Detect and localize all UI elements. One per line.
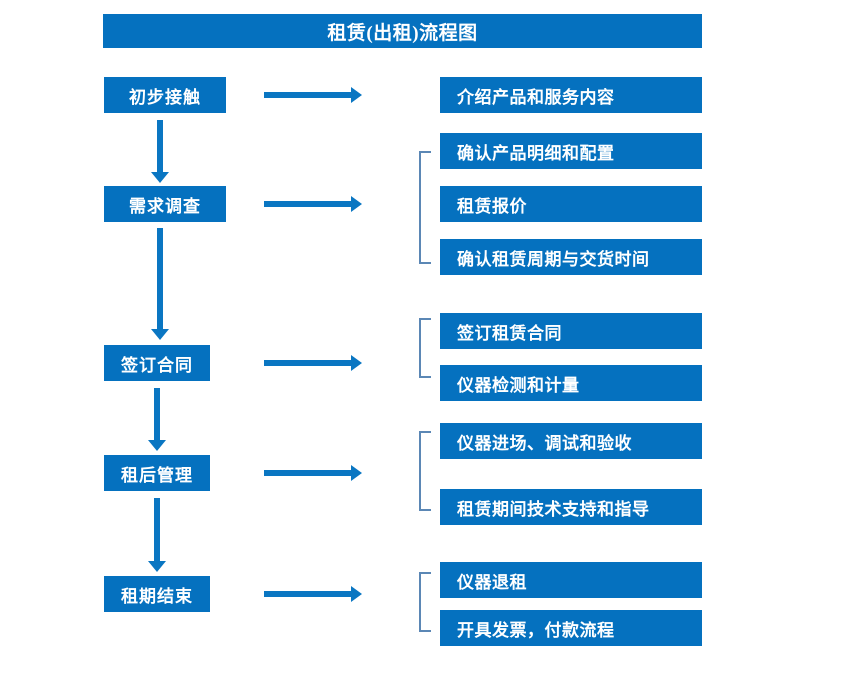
group-bracket-demand	[419, 151, 431, 264]
detail-box-confirm-product-details[interactable]: 确认产品明细和配置	[440, 133, 702, 169]
detail-box-instrument-inspection[interactable]: 仪器检测和计量	[440, 365, 702, 401]
horizontal-arrow-1	[264, 87, 362, 103]
vertical-arrow-4	[148, 498, 166, 572]
stage-box-demand-survey[interactable]: 需求调查	[104, 186, 226, 222]
group-bracket-end	[419, 572, 431, 632]
detail-box-confirm-rental-period[interactable]: 确认租赁周期与交货时间	[440, 239, 702, 275]
vertical-arrow-1	[151, 120, 169, 183]
detail-box-rental-quotation[interactable]: 租赁报价	[440, 186, 702, 222]
horizontal-arrow-5	[264, 586, 362, 602]
stage-box-post-rental-management[interactable]: 租后管理	[104, 455, 210, 491]
horizontal-arrow-2	[264, 196, 362, 212]
detail-box-instrument-return[interactable]: 仪器退租	[440, 562, 702, 598]
stage-box-rental-end[interactable]: 租期结束	[104, 576, 210, 612]
detail-box-sign-rental-contract[interactable]: 签订租赁合同	[440, 313, 702, 349]
detail-box-technical-support[interactable]: 租赁期间技术支持和指导	[440, 489, 702, 525]
group-bracket-aftercare	[419, 431, 431, 511]
vertical-arrow-2	[151, 228, 169, 340]
stage-box-initial-contact[interactable]: 初步接触	[104, 77, 226, 113]
horizontal-arrow-3	[264, 355, 362, 371]
vertical-arrow-3	[148, 388, 166, 451]
stage-box-sign-contract[interactable]: 签订合同	[104, 345, 210, 381]
horizontal-arrow-4	[264, 465, 362, 481]
detail-box-instrument-entry-commissioning[interactable]: 仪器进场、调试和验收	[440, 423, 702, 459]
group-bracket-contract	[419, 318, 431, 378]
flowchart-title: 租赁(出租)流程图	[103, 14, 702, 48]
detail-box-introduce-products[interactable]: 介绍产品和服务内容	[440, 77, 702, 113]
detail-box-invoice-payment[interactable]: 开具发票，付款流程	[440, 610, 702, 646]
